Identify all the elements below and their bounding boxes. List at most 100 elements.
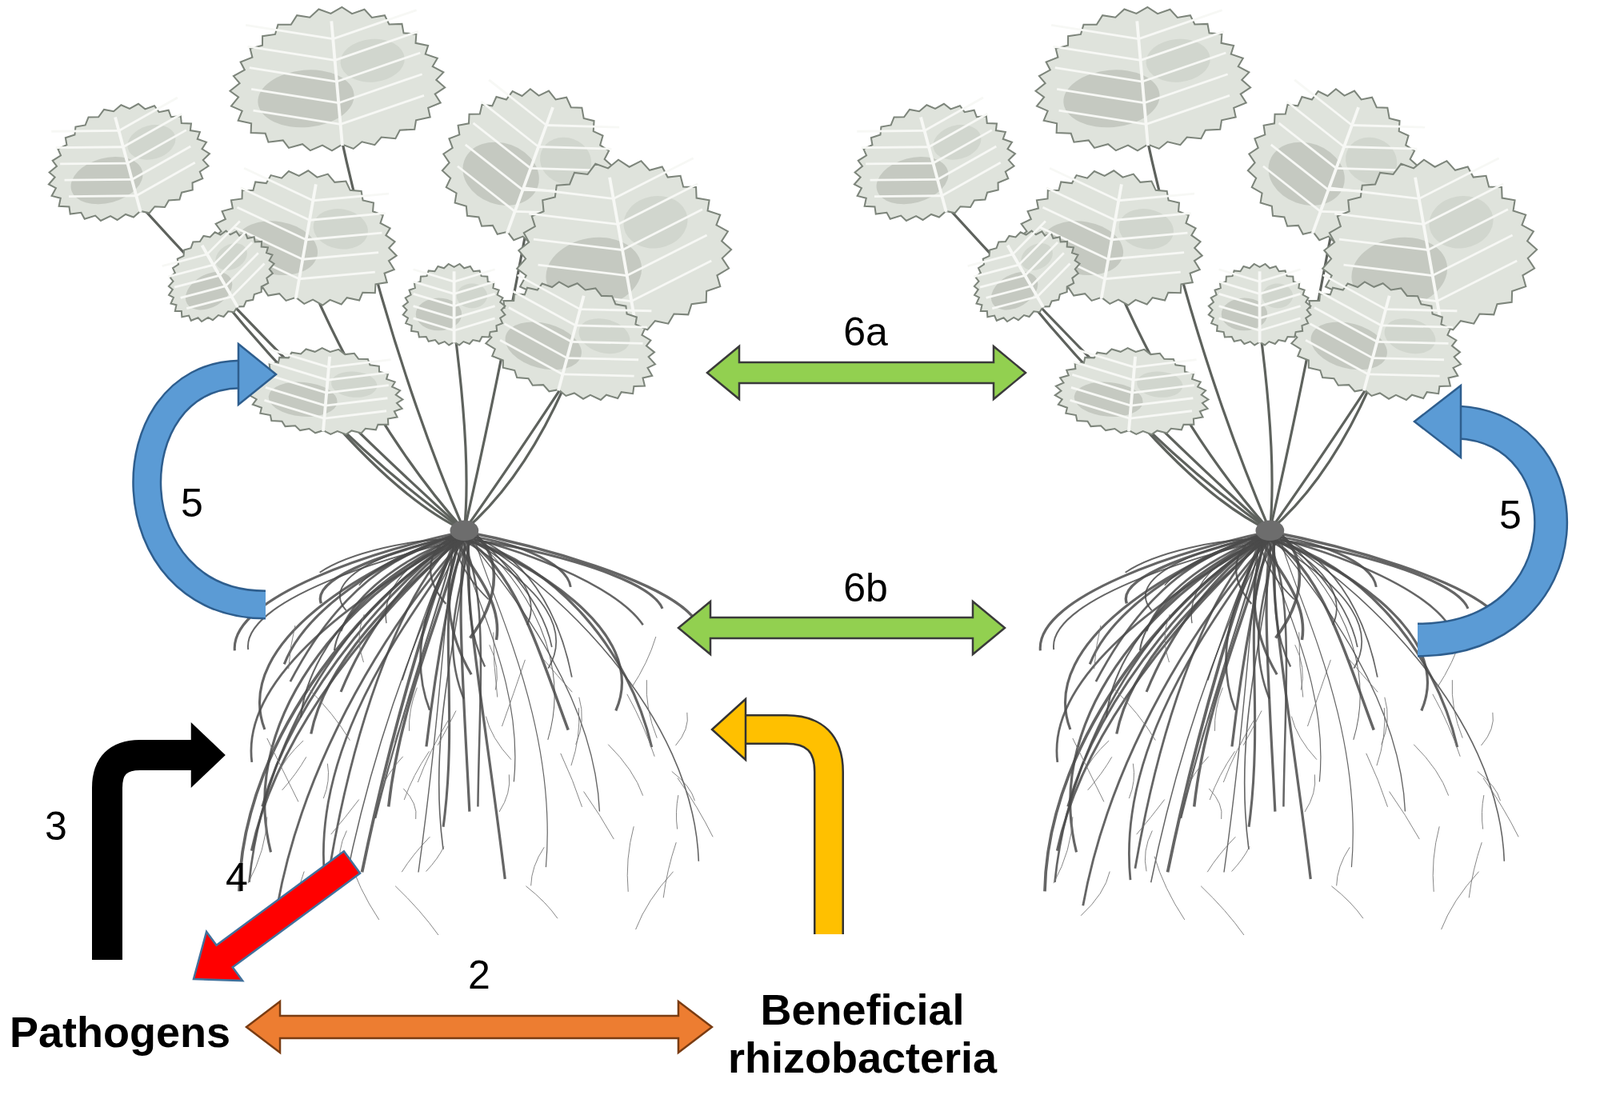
root-hair (1080, 872, 1110, 916)
root-hair (1366, 753, 1388, 808)
leaf-vein (299, 259, 376, 292)
root-hair (571, 708, 580, 766)
leaf-vein (1031, 264, 1076, 297)
leaf-vein (1053, 39, 1141, 68)
leaf-vein (326, 380, 389, 399)
leaf-vein (1129, 405, 1192, 424)
root-hair (408, 688, 417, 732)
leaf-vein (1219, 293, 1260, 306)
leaf-vein (1219, 318, 1260, 331)
root (1040, 531, 1274, 652)
root (468, 535, 555, 740)
plant-defence-arrow (193, 851, 360, 981)
leaf-vein (1432, 260, 1522, 302)
root (1268, 538, 1428, 711)
leaf-blade (473, 263, 671, 416)
root (1056, 537, 1267, 851)
leaf-vein (132, 162, 200, 196)
leaf-vein (1128, 356, 1136, 432)
root-hair (501, 660, 525, 727)
leaf-vein (1138, 31, 1226, 60)
root-hair (560, 753, 583, 808)
root (234, 531, 468, 652)
root (443, 540, 473, 828)
leaf-vein (1104, 259, 1181, 292)
leaf-shade (1424, 191, 1497, 254)
leaf-blade (1208, 264, 1312, 345)
leaf-vein (920, 97, 988, 131)
leaf-vein (454, 318, 496, 331)
root-hair (525, 886, 558, 919)
leaf-vein (1330, 172, 1420, 214)
root-hair (1299, 632, 1304, 697)
leaf (149, 211, 288, 338)
leaf-vein (571, 325, 643, 360)
leaf-vein (115, 116, 141, 212)
leaf-vein (1385, 292, 1457, 328)
leaf-vein (123, 130, 191, 164)
root-hair (636, 872, 674, 930)
plant-plant-arrow (678, 601, 1005, 655)
root-hair (437, 711, 456, 746)
leaf-vein (1372, 341, 1444, 376)
callout-number: 5 (180, 483, 204, 524)
leaf-vein (1381, 309, 1453, 344)
leaf-vein (1118, 180, 1195, 213)
root-hair (1336, 847, 1350, 886)
leaf-vein (1131, 392, 1194, 412)
leaf-vein (538, 250, 628, 292)
leaf-vein (937, 162, 1005, 196)
root (1264, 536, 1363, 668)
root-hair (395, 886, 439, 936)
root-hair (323, 764, 328, 799)
root (248, 538, 468, 650)
leaf-vein (1344, 125, 1417, 172)
leaf-vein (558, 296, 584, 392)
leaf-vein (1260, 269, 1301, 282)
root-hair (663, 842, 676, 898)
root-hair (1481, 795, 1484, 829)
leaf-vein (1263, 144, 1336, 191)
root-hair (1295, 644, 1304, 690)
leaf-blade (955, 211, 1093, 338)
group-label: Beneficial rhizobacteria (728, 985, 997, 1083)
leaf-vein (51, 114, 119, 148)
leaf-vein (1144, 95, 1232, 124)
leaf-vein (449, 166, 523, 212)
leaf-vein (1301, 340, 1373, 375)
leaf-vein (237, 188, 314, 220)
leaf-vein (323, 356, 330, 432)
leaf-vein (457, 144, 531, 191)
root-hair (1208, 788, 1222, 820)
root-hair (1223, 719, 1255, 783)
plant-crown (1256, 520, 1285, 542)
root-hair (1232, 846, 1250, 872)
root-hair (1304, 774, 1316, 812)
leaf-vein (336, 74, 424, 104)
leaf-vein (325, 392, 388, 412)
root (1269, 532, 1505, 861)
root-hair (1209, 751, 1235, 800)
leaf-vein (1008, 245, 1044, 308)
leaf-vein (64, 163, 132, 196)
root (1146, 540, 1268, 692)
callout-number: 6b (843, 568, 888, 608)
leaf-vein (119, 113, 187, 147)
leaf-vein (920, 116, 947, 212)
root-shoot-arrow (147, 374, 266, 605)
leaf-vein (328, 367, 391, 386)
root (1273, 540, 1468, 609)
leaf-blade (1028, 0, 1256, 160)
leaf-shade (619, 191, 692, 254)
root (463, 538, 623, 711)
root-hair (646, 680, 657, 739)
leaf-vein (613, 184, 703, 225)
strawberry-plant (33, 0, 743, 936)
leaf-vein (114, 97, 182, 131)
callout-number: 4 (225, 857, 248, 898)
leaf-vein (296, 184, 316, 299)
root-hair (627, 826, 634, 892)
leaf-shade (575, 312, 635, 359)
root-hair (1452, 680, 1463, 739)
